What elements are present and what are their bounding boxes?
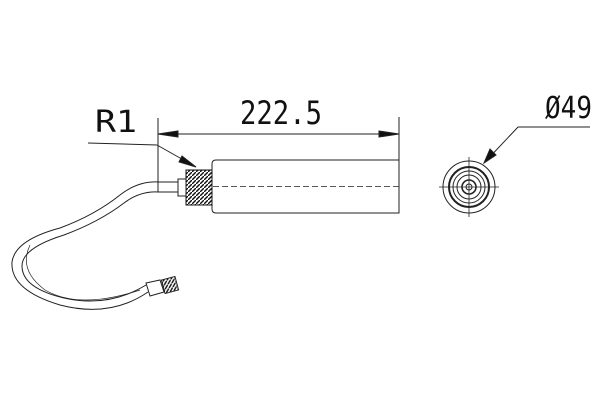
diameter-label: Ø49 (545, 91, 592, 126)
thread (185, 169, 213, 206)
end-view (439, 157, 499, 217)
diameter-leader (482, 126, 590, 165)
cable-connector (145, 275, 180, 297)
sensor-body (157, 159, 400, 214)
length-dimension (157, 117, 400, 185)
length-dimension-label: 222.5 (240, 94, 322, 132)
cable (11, 181, 180, 310)
thread-leader (87, 142, 197, 168)
thread-label: R1 (95, 105, 137, 140)
